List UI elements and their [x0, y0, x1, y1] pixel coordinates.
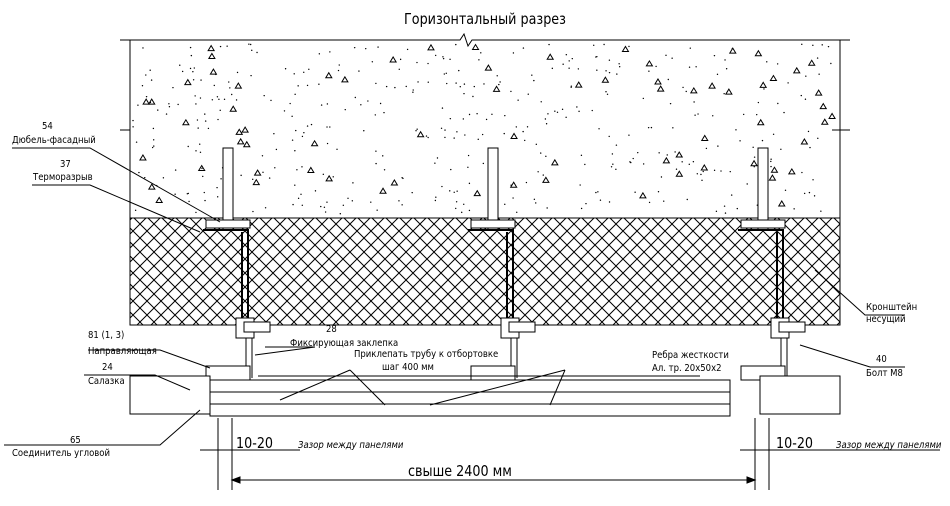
callout-bracket-label-1: Кронштейн — [866, 302, 918, 313]
callout-slide-number: 24 — [102, 362, 113, 373]
note-ribs: Ребра жесткости — [652, 350, 729, 361]
dim-gap-left-label: Зазор между панелями — [298, 440, 404, 451]
drawing-title: Горизонтальный разрез — [404, 10, 566, 28]
dim-gap-right-value: 10-20 — [776, 434, 814, 452]
note-rivet-pipe: Приклепать трубу к отбортовке — [354, 349, 499, 360]
leader-lines — [4, 147, 905, 446]
callout-guide-label: Направляющая — [88, 346, 157, 357]
callout-bracket-label-2: несущий — [866, 314, 906, 325]
callout-corner-connector-number: 65 — [70, 435, 81, 446]
dim-gap-left-value: 10-20 — [236, 434, 274, 452]
dim-gap-right-label: Зазор между панелями — [836, 440, 942, 451]
note-pitch: шаг 400 мм — [382, 362, 434, 373]
callout-dowel-label: Дюбель-фасадный — [12, 135, 96, 146]
callout-guide-number: 81 (1, 3) — [88, 330, 125, 341]
callout-bolt-label: Болт М8 — [866, 368, 903, 379]
callout-bolt-number: 40 — [876, 354, 887, 365]
dimension-lines — [200, 418, 940, 490]
bracket-assembly — [738, 147, 806, 381]
insulation-layer — [129, 217, 841, 326]
callout-thermal-break-number: 37 — [60, 159, 71, 170]
note-ribs-spec: Ал. тр. 20х50х2 — [652, 363, 722, 374]
panel-assembly — [129, 375, 841, 417]
bracket-assembly — [203, 147, 271, 381]
callout-slide-label: Салазка — [88, 376, 125, 387]
callout-rivet-number: 28 — [326, 324, 337, 335]
dim-span: свыше 2400 мм — [408, 462, 512, 480]
callout-thermal-break-label: Терморазрыв — [33, 172, 93, 183]
callout-corner-connector-label: Соединитель угловой — [12, 448, 111, 459]
callout-rivet-label: Фиксирующая заклепка — [290, 338, 399, 349]
callout-dowel-number: 54 — [42, 121, 53, 132]
